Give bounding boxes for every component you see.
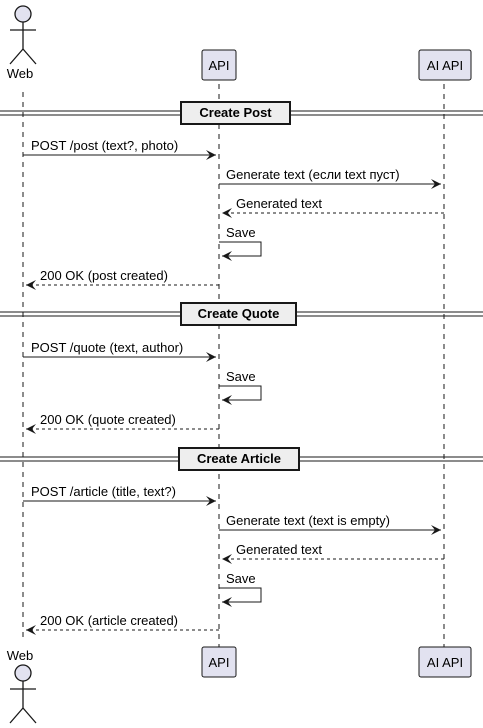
participant-label: Web xyxy=(7,648,34,663)
message-label: Save xyxy=(226,369,256,384)
message-post-quote: POST /quote (text, author) xyxy=(23,340,216,362)
message-label: POST /quote (text, author) xyxy=(31,340,183,355)
section-label: Create Post xyxy=(199,105,272,120)
message-label: Generate text (text is empty) xyxy=(226,513,390,528)
message-label: Save xyxy=(226,571,256,586)
participant-api-bottom: API xyxy=(201,646,237,678)
actor-icon xyxy=(9,664,37,724)
message-label: POST /post (text?, photo) xyxy=(31,138,178,153)
message-label: Generated text xyxy=(236,196,322,211)
message-generate-text: Generate text (если text пуст) xyxy=(219,167,441,189)
participant-ai-api-top: AI API xyxy=(418,49,472,81)
message-post-article: POST /article (title, text?) xyxy=(23,484,216,506)
message-label: Save xyxy=(226,225,256,240)
section-label: Create Article xyxy=(197,451,281,466)
section-divider-create-post: Create Post xyxy=(0,101,483,125)
participant-ai-api-bottom: AI API xyxy=(418,646,472,678)
message-post-post: POST /post (text?, photo) xyxy=(23,138,216,160)
participant-label: AI API xyxy=(427,58,463,73)
actor-icon xyxy=(9,5,37,65)
message-article-created: 200 OK (article created) xyxy=(26,613,219,635)
message-quote-created: 200 OK (quote created) xyxy=(26,412,219,434)
participant-label: API xyxy=(209,655,230,670)
participant-web-bottom: Web xyxy=(7,648,37,724)
message-save: Save xyxy=(219,571,262,607)
message-label: 200 OK (post created) xyxy=(40,268,168,283)
participant-label: API xyxy=(209,58,230,73)
participant-web-top: Web xyxy=(7,5,37,81)
section-divider-create-article: Create Article xyxy=(0,447,483,471)
section-label: Create Quote xyxy=(198,306,280,321)
message-label: 200 OK (quote created) xyxy=(40,412,176,427)
section-divider-create-quote: Create Quote xyxy=(0,302,483,326)
message-label: 200 OK (article created) xyxy=(40,613,178,628)
message-generate-text: Generate text (text is empty) xyxy=(219,513,441,535)
participant-label: AI API xyxy=(427,655,463,670)
message-save: Save xyxy=(219,225,262,261)
participant-api-top: API xyxy=(201,49,237,81)
message-label: Generated text xyxy=(236,542,322,557)
message-post-created: 200 OK (post created) xyxy=(26,268,219,290)
participant-label: Web xyxy=(7,66,34,81)
message-generated-text: Generated text xyxy=(222,196,444,218)
message-label: POST /article (title, text?) xyxy=(31,484,176,499)
message-label: Generate text (если text пуст) xyxy=(226,167,400,182)
message-save: Save xyxy=(219,369,262,405)
message-generated-text: Generated text xyxy=(222,542,444,564)
